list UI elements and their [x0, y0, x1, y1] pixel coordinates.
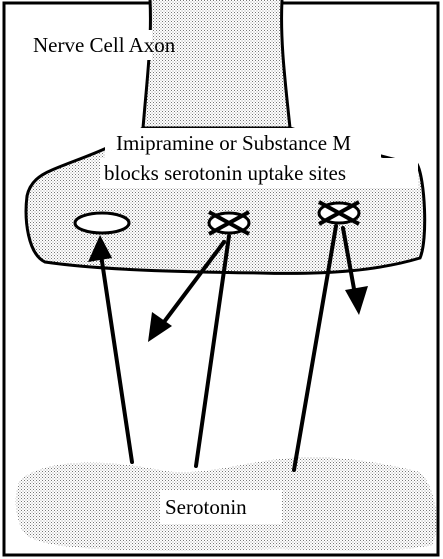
blocked-uptake-site-1 [209, 212, 249, 234]
axon-shaft [143, 0, 290, 128]
blocked-uptake-site-2 [319, 202, 359, 224]
deflected-arrowhead-2 [345, 286, 368, 315]
blocker-label-line2: blocks serotonin uptake sites [104, 161, 346, 185]
uptake-arrow [100, 248, 132, 462]
axon-label: Nerve Cell Axon [33, 33, 176, 57]
serotonin-label: Serotonin [165, 495, 247, 519]
open-uptake-site [75, 213, 129, 233]
blocker-label-line1: Imipramine or Substance M [116, 131, 351, 155]
